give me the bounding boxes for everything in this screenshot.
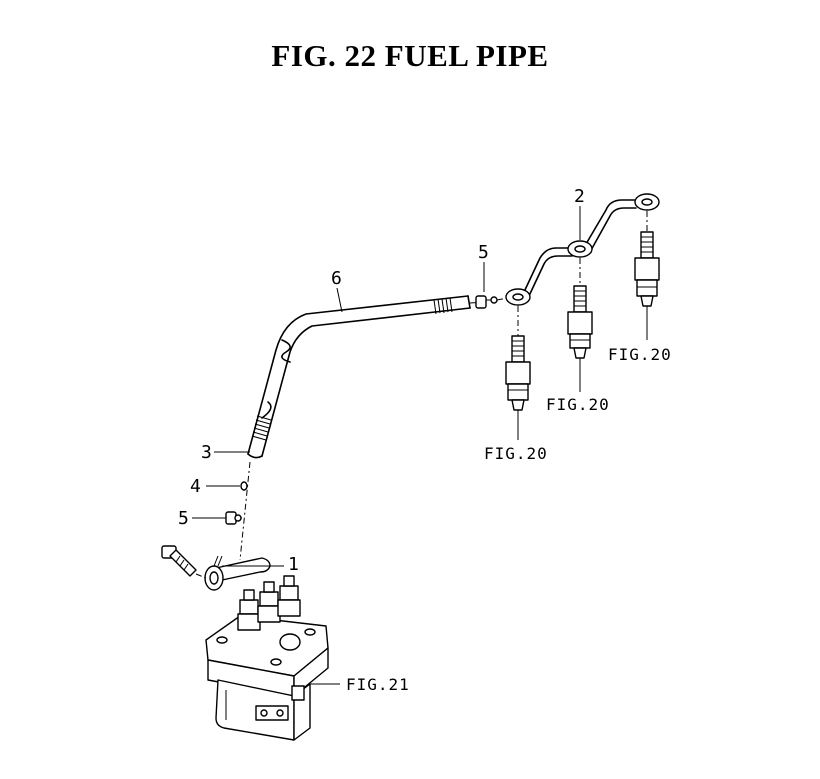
figure-title: FIG. 22 FUEL PIPE	[271, 38, 549, 73]
ref-injector-middle: FIG.20	[546, 395, 610, 414]
clip-part-5-upper	[475, 295, 509, 309]
injector-front	[505, 335, 531, 440]
callout-5-lower: 5	[178, 508, 189, 529]
return-pipe-part-1	[204, 555, 271, 591]
clip-part-5-lower	[225, 511, 242, 525]
injection-pipe-part-2	[505, 193, 660, 336]
ref-pump: FIG.21	[346, 675, 410, 694]
callout-2: 2	[574, 186, 585, 207]
assembly-axis	[239, 461, 251, 561]
injection-pump	[205, 575, 329, 741]
callout-3: 3	[201, 442, 212, 463]
return-hose-part-6	[247, 295, 485, 459]
banjo-bolt	[161, 545, 207, 579]
ref-injector-front: FIG.20	[484, 444, 548, 463]
washer-part-4	[240, 481, 248, 491]
leader-lines	[192, 206, 581, 685]
injector-rear	[634, 231, 660, 340]
injector-middle	[567, 285, 593, 392]
callout-4: 4	[190, 476, 201, 497]
callout-6: 6	[331, 268, 342, 289]
callout-5-upper: 5	[478, 242, 489, 263]
ref-injector-rear: FIG.20	[608, 345, 672, 364]
callout-1: 1	[288, 554, 299, 575]
